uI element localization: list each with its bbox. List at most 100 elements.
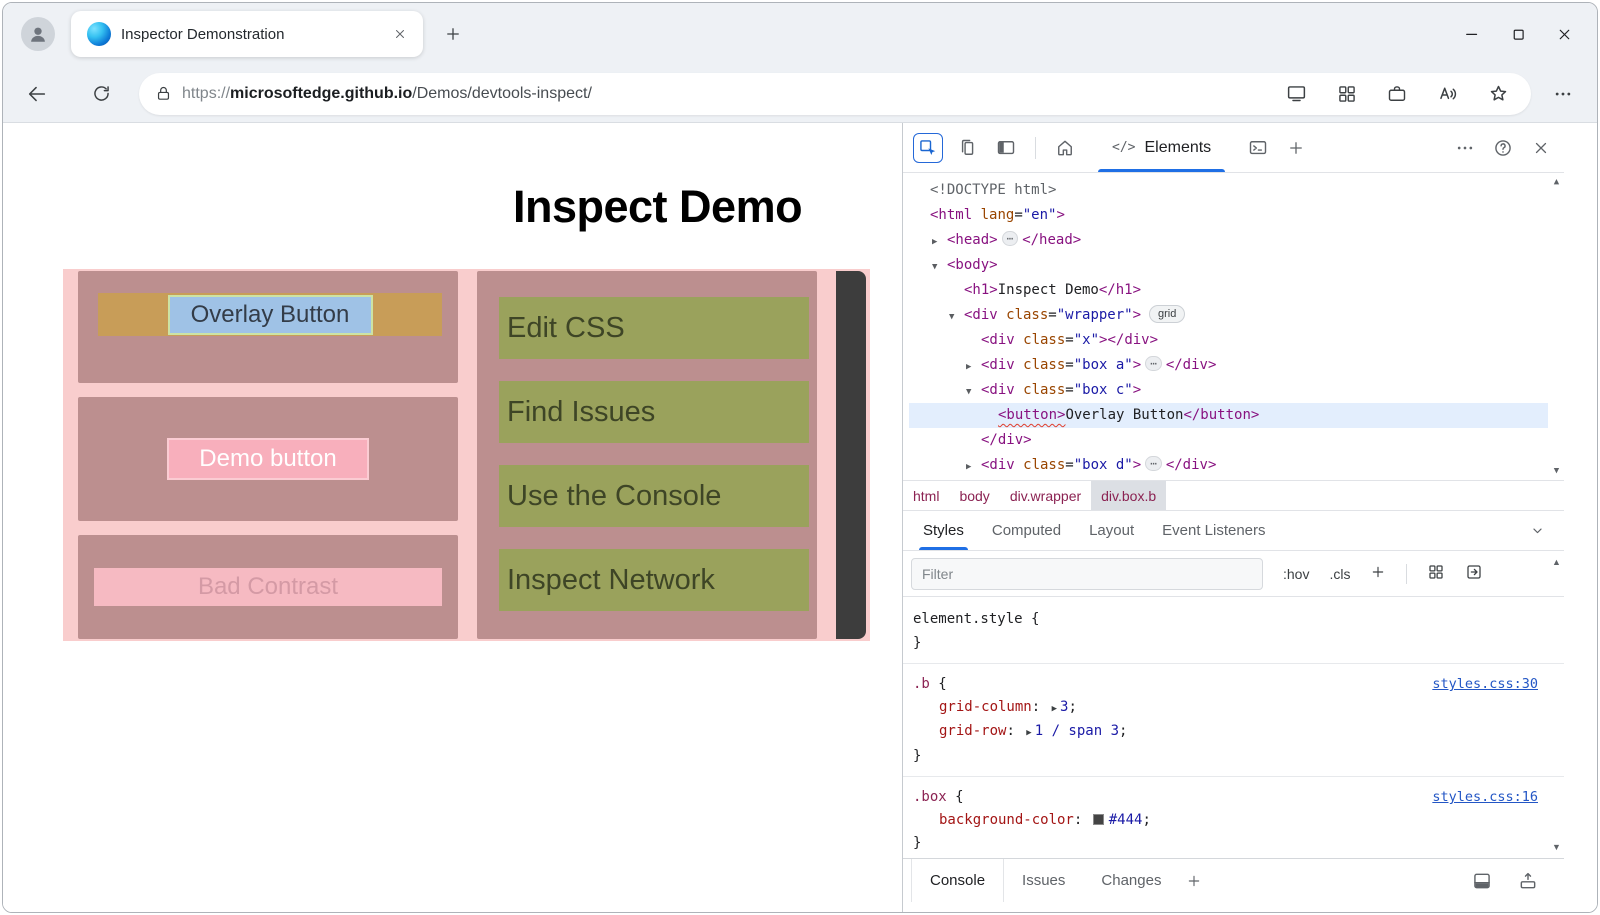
browser-tab[interactable]: Inspector Demonstration (71, 11, 423, 57)
dom-line[interactable]: ▶<div class="box a">⋯</div> (909, 353, 1548, 378)
styles-filter-input[interactable] (911, 557, 1263, 590)
tab-layout[interactable]: Layout (1089, 522, 1135, 539)
console-drawer-button[interactable] (1241, 131, 1275, 165)
rule-selector: .b (913, 676, 930, 692)
dom-line[interactable]: ▶<div class="box d">⋯</div> (909, 453, 1548, 478)
back-button[interactable] (17, 74, 57, 114)
tab-styles[interactable]: Styles (909, 511, 978, 550)
add-drawer-tab-button[interactable] (1179, 866, 1209, 896)
tab-event-listeners[interactable]: Event Listeners (1162, 522, 1266, 539)
demo-left-column: Overlay Button Demo button Bad Contrast (78, 271, 458, 639)
dom-line[interactable]: <html lang="en"> (909, 203, 1548, 228)
expand-ellipsis-button[interactable]: ⋯ (1145, 456, 1162, 471)
breadcrumb-item[interactable]: div.wrapper (1009, 487, 1082, 504)
settings-ellipsis-icon[interactable] (1543, 74, 1583, 114)
dom-line[interactable]: ▼<div class="box c"> (909, 378, 1548, 403)
css-property[interactable]: grid-column: ▶3; (939, 699, 1077, 715)
inspect-icon (920, 139, 936, 155)
jump-to-style-button[interactable] (1465, 563, 1483, 584)
stylesheet-link[interactable]: styles.css:30 (1432, 676, 1538, 692)
profile-avatar[interactable] (21, 17, 55, 51)
activity-bar-button[interactable] (989, 131, 1023, 165)
dom-line[interactable]: </div> (909, 428, 1548, 453)
apps-grid-icon[interactable] (1337, 84, 1357, 104)
scroll-down-arrow-icon[interactable]: ▼ (1552, 842, 1561, 852)
send-to-device-icon[interactable] (1286, 83, 1307, 104)
element-states-button[interactable] (1427, 563, 1445, 584)
value-trace-arrow-icon[interactable]: ▶ (1026, 728, 1032, 738)
tab-elements[interactable]: </> Elements (1086, 123, 1237, 172)
address-bar[interactable]: https://microsoftedge.github.io/Demos/de… (139, 72, 1531, 115)
scroll-up-arrow-icon[interactable]: ▲ (1553, 177, 1560, 187)
dom-line[interactable]: ▼<body> (909, 253, 1548, 278)
device-emulation-button[interactable] (951, 131, 985, 165)
rule-selector-line[interactable]: .box { (913, 785, 1524, 809)
devtools-close-button[interactable] (1524, 131, 1558, 165)
briefcase-icon[interactable] (1387, 84, 1407, 104)
more-tools-button[interactable] (1448, 131, 1482, 165)
dom-line[interactable]: ▶<head>⋯</head> (909, 228, 1548, 253)
inspect-tool-button[interactable] (913, 132, 943, 163)
toggle-hover-state-button[interactable]: :hov (1283, 565, 1310, 582)
breadcrumb-item[interactable]: div.box.b (1091, 481, 1167, 510)
tree-down-arrow-icon[interactable]: ▼ (949, 312, 955, 322)
add-panel-button[interactable] (1279, 131, 1313, 165)
css-property[interactable]: grid-row: ▶1 / span 3; (939, 723, 1128, 739)
dom-scrollbar[interactable]: ▲ ▼ (1549, 175, 1564, 478)
drawer-tab-issues[interactable]: Issues (1022, 872, 1066, 889)
dom-token: <!DOCTYPE html> (930, 182, 1057, 198)
tree-right-arrow-icon[interactable]: ▶ (932, 237, 938, 247)
dom-token: <div (981, 357, 1015, 373)
chevron-down-icon[interactable] (1529, 522, 1546, 539)
dom-line[interactable]: <h1>Inspect Demo</h1> (909, 278, 1548, 303)
help-button[interactable] (1486, 131, 1520, 165)
color-swatch[interactable] (1092, 814, 1104, 825)
drawer-tab-console[interactable]: Console (911, 859, 1005, 902)
refresh-button[interactable] (81, 74, 121, 114)
maximize-button[interactable] (1495, 14, 1541, 54)
expand-ellipsis-button[interactable]: ⋯ (1145, 356, 1162, 371)
dom-line[interactable]: <button>Overlay Button</button> (909, 403, 1548, 428)
close-window-button[interactable] (1541, 14, 1587, 54)
styles-scrollbar[interactable]: ▲ ▼ (1549, 555, 1564, 854)
read-aloud-icon[interactable] (1437, 83, 1458, 104)
dom-line[interactable]: <div class="x"></div> (909, 328, 1548, 353)
tab-close-icon[interactable] (387, 21, 413, 47)
dom-line[interactable]: ▼<div class="wrapper">grid (909, 303, 1548, 328)
tree-down-arrow-icon[interactable]: ▼ (932, 262, 938, 272)
new-tab-button[interactable] (433, 16, 473, 52)
breadcrumb-item[interactable]: body (959, 487, 990, 504)
scroll-down-arrow-icon[interactable]: ▼ (1553, 466, 1560, 476)
value-trace-arrow-icon[interactable]: ▶ (1051, 704, 1057, 714)
breadcrumb-item[interactable]: html (913, 487, 940, 504)
grid-badge[interactable]: grid (1149, 305, 1186, 323)
tab-computed[interactable]: Computed (991, 522, 1062, 539)
toggle-class-button[interactable]: .cls (1329, 565, 1351, 582)
dock-drawer-icon[interactable] (1472, 871, 1492, 891)
drawer-tab-changes[interactable]: Changes (1101, 872, 1162, 889)
expand-ellipsis-button[interactable]: ⋯ (1001, 231, 1019, 246)
minimize-button[interactable] (1449, 14, 1495, 54)
scroll-up-arrow-icon[interactable]: ▲ (1552, 557, 1561, 567)
expand-panel-icon[interactable] (1518, 871, 1538, 891)
rule-selector-line[interactable]: .b { (913, 672, 1524, 696)
dom-token: <button> (998, 407, 1066, 423)
demo-button[interactable]: Demo button (167, 438, 369, 480)
tree-right-arrow-icon[interactable]: ▶ (966, 462, 972, 472)
tree-down-arrow-icon[interactable]: ▼ (966, 387, 972, 397)
dom-token: > (1099, 332, 1108, 348)
dom-line[interactable]: <!DOCTYPE html> (909, 178, 1548, 203)
welcome-home-button[interactable] (1048, 131, 1082, 165)
dom-token: <html (930, 207, 973, 223)
tree-right-arrow-icon[interactable]: ▶ (966, 362, 972, 372)
toolbar-divider (1035, 136, 1036, 159)
site-info-button[interactable] (155, 85, 172, 102)
new-style-rule-button[interactable] (1370, 564, 1386, 583)
overlay-button[interactable]: Overlay Button (167, 294, 373, 335)
favorites-star-icon[interactable] (1488, 83, 1509, 104)
stylesheet-link[interactable]: styles.css:16 (1432, 789, 1538, 805)
rule-selector-line[interactable]: element.style { (913, 607, 1524, 631)
css-property[interactable]: background-color: #444; (939, 812, 1151, 828)
edge-logo-icon (87, 22, 111, 46)
